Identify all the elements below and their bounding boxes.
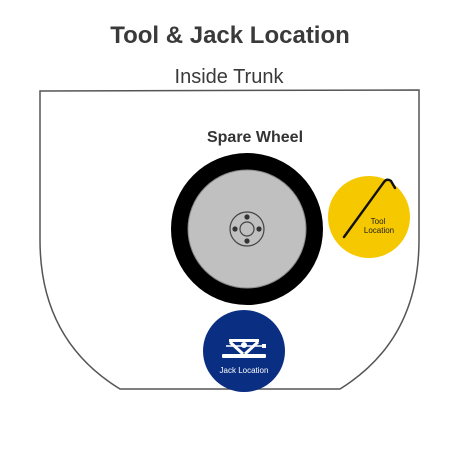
trunk-subtitle: Inside Trunk — [175, 66, 285, 88]
lug-nut — [232, 226, 238, 232]
lug-nut — [244, 214, 250, 220]
tool-location-label-line2: Location — [364, 226, 394, 235]
lug-nut — [256, 226, 262, 232]
tool-location-badge: Tool Location — [328, 176, 410, 258]
spare-wheel-label: Spare Wheel — [207, 129, 303, 146]
scissor-jack-icon — [222, 339, 266, 358]
hub-ring — [229, 211, 265, 247]
jack-location-label: Jack Location — [220, 366, 269, 375]
spare-wheel — [171, 153, 323, 305]
diagram-title: Tool & Jack Location — [110, 22, 350, 49]
tool-location-label-line1: Tool — [371, 217, 386, 226]
jack-location-badge: Jack Location — [203, 310, 285, 392]
center-bore — [239, 221, 255, 237]
lug-nut — [244, 238, 250, 244]
lug-wrench-icon — [342, 178, 397, 239]
